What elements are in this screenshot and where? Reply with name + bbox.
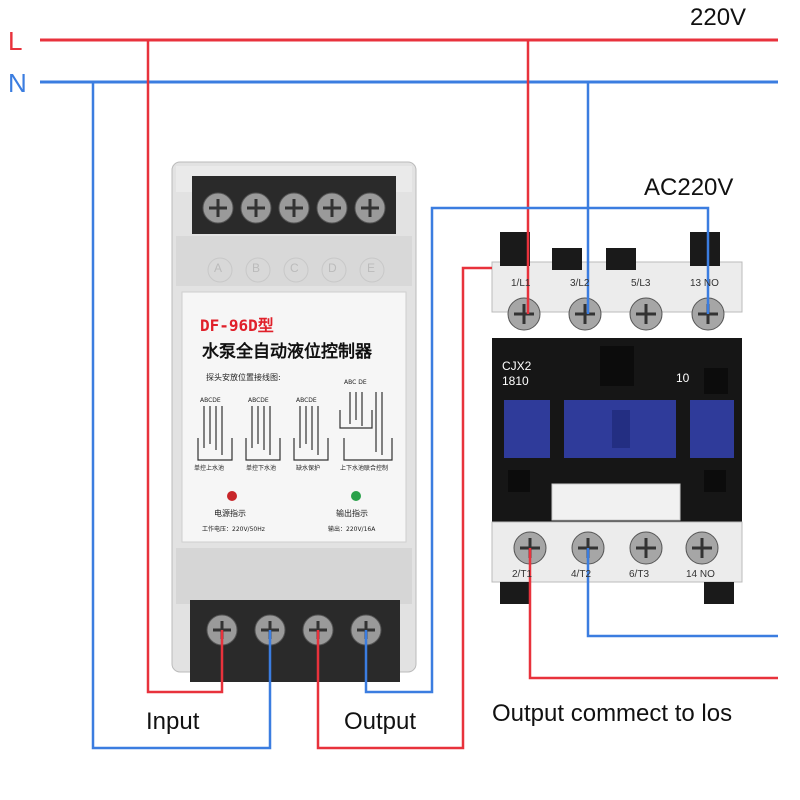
wire-output-red [316, 266, 492, 750]
contactor-blue-button-left [504, 400, 550, 458]
diagram-letters-1: ABCDE [200, 397, 221, 404]
terminal-l3: 5/L3 [631, 278, 651, 289]
probe-heading: 探头安放位置接线图: [206, 373, 281, 382]
terminal-t3: 6/T3 [629, 569, 650, 580]
mode-2: 单控下水池 [246, 465, 277, 472]
controller-model: DF-96D型 [200, 316, 274, 335]
ac-voltage-label: AC220V [644, 174, 734, 201]
wire-input-live [146, 40, 224, 694]
output-connect-label: Output commect to los [492, 700, 733, 727]
level-controller [171, 161, 417, 682]
probe-letter-d: D [328, 261, 337, 275]
front-panel [181, 291, 407, 543]
mode-1: 单控上水池 [194, 465, 225, 472]
probe-letter-c: C [290, 261, 299, 275]
mode-3: 缺水保护 [296, 465, 321, 472]
tank-diagrams [197, 392, 393, 461]
contactor-model-line1: CJX2 [502, 359, 532, 373]
diagram-letters-4: ABC DE [344, 379, 367, 386]
neutral-label: N [8, 68, 27, 98]
terminal-l1: 1/L1 [511, 278, 531, 289]
output-indicator-label: 输出指示 [336, 509, 368, 518]
input-label: Input [146, 708, 200, 735]
output-rating-label: 输出：220V/16A [328, 526, 376, 533]
wire-input-neutral [91, 82, 272, 750]
contactor-model-line2: 1810 [502, 374, 529, 388]
terminal-l2: 3/L2 [570, 278, 590, 289]
contactor-label-slot [551, 483, 681, 521]
diagram-letters-2: ABCDE [248, 397, 269, 404]
top-screws [202, 192, 386, 224]
probe-letter-e: E [367, 261, 376, 275]
power-indicator-label: 电源指示 [214, 509, 246, 518]
terminal-13no: 13 NO [690, 278, 719, 289]
contactor-blue-button-right [690, 400, 734, 458]
output-label: Output [344, 708, 417, 735]
supply-voltage-label: 220V [690, 4, 747, 31]
wiring [91, 40, 778, 750]
contactor [491, 232, 743, 604]
terminal-t1: 2/T1 [512, 569, 533, 580]
work-voltage-label: 工作电压：220V/50Hz [202, 526, 265, 533]
contactor-code: 10 [676, 371, 690, 385]
probe-letter-circles [207, 257, 385, 283]
probe-letter-b: B [252, 261, 261, 275]
wire-output-blue [364, 206, 710, 694]
terminal-14no: 14 NO [686, 569, 715, 580]
output-led [351, 491, 361, 501]
diagram-letters-3: ABCDE [296, 397, 317, 404]
mode-4: 上下水池联合控制 [340, 465, 389, 472]
power-led [227, 491, 237, 501]
live-label: L [8, 26, 23, 56]
contactor-top-screws [507, 297, 725, 331]
wire-t1-out [528, 548, 778, 680]
wire-t2-out [586, 548, 778, 638]
terminal-t2: 4/T2 [571, 569, 592, 580]
probe-letter-a: A [214, 261, 223, 275]
controller-title: 水泵全自动液位控制器 [202, 342, 372, 362]
